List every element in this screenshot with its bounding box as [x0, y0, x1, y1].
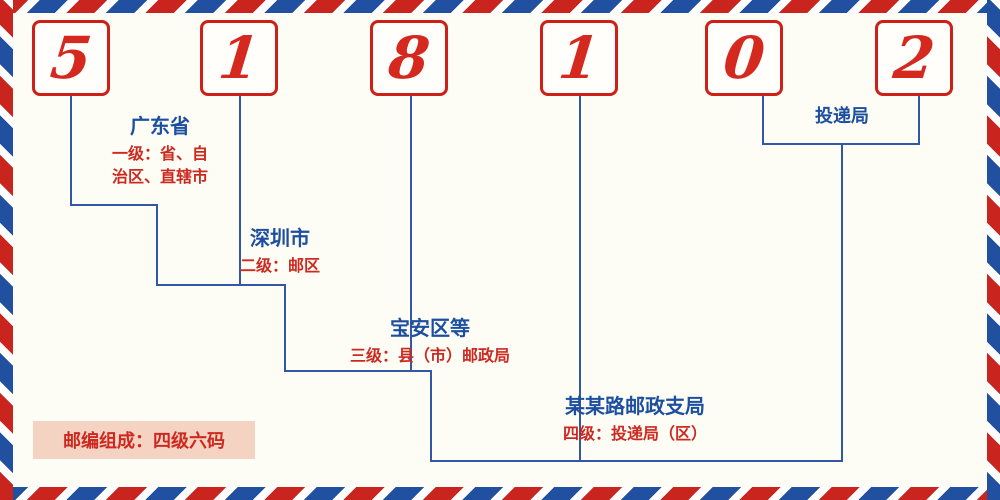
connector-line-level1-bottom	[70, 204, 158, 206]
level1-desc-line2: 治区、直辖市	[111, 167, 208, 187]
digit-box-3: 8	[370, 20, 448, 96]
level1-annotation: 广东省 一级：省、自 治区、直辖市	[85, 114, 235, 189]
connector-line-box1-down	[70, 96, 72, 206]
composition-badge: 邮编组成：四级六码	[33, 421, 255, 459]
digit-box-1: 5	[32, 20, 110, 96]
airmail-border-top	[0, 0, 1000, 13]
digit-box-2: 1	[200, 20, 278, 96]
digit-2: 1	[215, 24, 263, 92]
level3-desc: 三级：县（市）邮政局	[349, 346, 510, 365]
digit-1: 5	[47, 24, 95, 92]
connector-line-box2-down	[239, 96, 241, 286]
level1-title: 广东省	[130, 114, 190, 138]
digit-5: 0	[720, 24, 768, 92]
connector-line-level3-bottom	[284, 370, 432, 372]
airmail-border-left	[0, 0, 13, 500]
connector-line-step1-down	[156, 204, 158, 286]
level3-annotation: 宝安区等 三级：县（市）邮政局	[310, 316, 550, 367]
level4-desc: 四级：投递局（区）	[562, 424, 707, 443]
connector-line-level2-bottom	[156, 284, 286, 286]
level3-title: 宝安区等	[390, 316, 470, 340]
airmail-border-bottom	[0, 487, 1000, 500]
connector-line-box4-down	[579, 96, 581, 462]
level2-desc: 二级：邮区	[239, 256, 320, 275]
connector-line-box6-down	[918, 96, 920, 145]
connector-line-step3-down	[430, 370, 432, 462]
airmail-border-right	[987, 0, 1000, 500]
connector-line-box3-down	[410, 96, 412, 372]
digit-6: 2	[890, 24, 938, 92]
connector-line-box5-down	[762, 96, 764, 145]
connector-line-level4-bottom	[430, 460, 843, 462]
digit-3: 8	[385, 24, 433, 92]
delivery-office-title: 投递局	[815, 106, 869, 127]
digit-4: 1	[555, 24, 603, 92]
connector-line-delivery-down	[841, 143, 843, 462]
level2-annotation: 深圳市 二级：邮区	[205, 226, 355, 277]
digit-box-4: 1	[540, 20, 618, 96]
digit-box-6: 2	[875, 20, 953, 96]
connector-line-step2-down	[284, 284, 286, 372]
level1-desc-line1: 一级：省、自	[111, 144, 208, 163]
level2-title: 深圳市	[250, 226, 310, 250]
level4-title: 某某路邮政支局	[565, 394, 705, 418]
digit-box-5: 0	[705, 20, 783, 96]
delivery-office-annotation: 投递局	[782, 106, 902, 128]
level4-annotation: 某某路邮政支局 四级：投递局（区）	[515, 394, 755, 445]
